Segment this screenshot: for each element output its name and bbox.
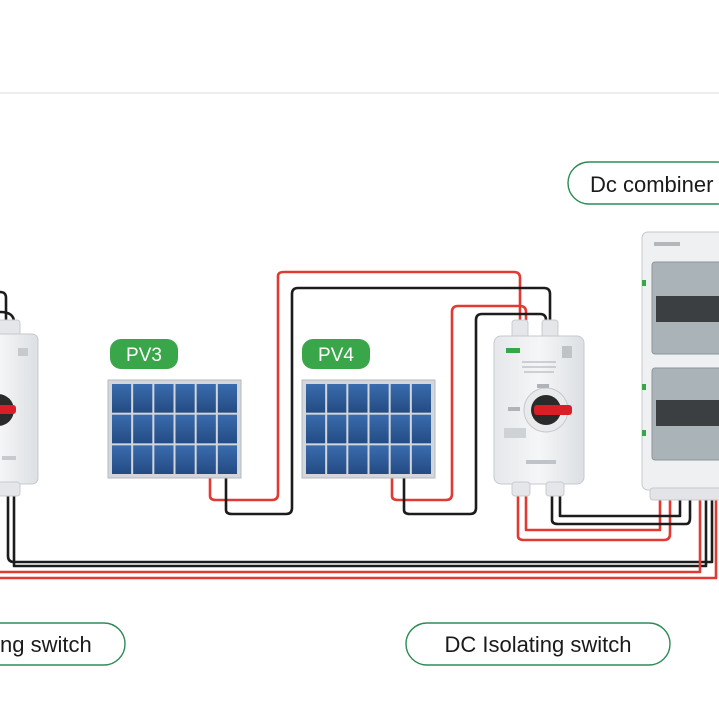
wire-black-bus-2 — [12, 494, 708, 568]
dc-isolator-switch-right — [493, 319, 585, 497]
panel-cell — [306, 445, 326, 474]
panel-cell — [390, 414, 410, 444]
wire-red-bus-1 — [0, 496, 718, 580]
panel-cell — [154, 384, 174, 413]
panel-cell — [217, 445, 237, 474]
panel-cell — [112, 445, 132, 474]
panel-cell — [306, 384, 326, 413]
pv4-group: PV4 — [301, 339, 436, 479]
label-dc-isolating-switch-left: ng switch — [0, 622, 126, 666]
panel-cell — [196, 445, 216, 474]
pv3-label: PV3 — [126, 345, 162, 366]
pv3-group: PV3 — [107, 339, 242, 479]
combiner-breaker-row-top — [656, 296, 719, 322]
isolator-rating-block — [562, 346, 572, 358]
combiner-indicator-2 — [642, 384, 646, 390]
panel-cell — [411, 445, 431, 474]
combiner-box-icon — [641, 231, 719, 501]
panel-cell — [348, 414, 368, 444]
label-pill-border — [0, 622, 126, 666]
isolator-off-mark — [508, 407, 520, 411]
panel-cell — [390, 384, 410, 413]
panel-cell — [175, 414, 195, 444]
panel-cell — [348, 384, 368, 413]
panel-cell — [217, 384, 237, 413]
solar-panel-icon — [301, 379, 436, 479]
panel-cell — [348, 445, 368, 474]
isolator-knob-handle — [0, 405, 16, 414]
wire-black-iso-comb-2 — [558, 494, 682, 518]
panel-cell — [112, 414, 132, 444]
panel-cell — [133, 414, 153, 444]
panel-cell — [133, 445, 153, 474]
label-dc-combiner-text: Dc combiner — [590, 172, 713, 197]
panel-cell — [369, 414, 389, 444]
panel-cell — [154, 414, 174, 444]
label-dc-isolating-switch-left-text: ng switch — [0, 632, 92, 657]
wire-red-pv3-out — [208, 270, 522, 502]
wire-black-left-top — [0, 290, 8, 322]
panel-cell — [327, 445, 347, 474]
panel-cell — [175, 445, 195, 474]
label-dc-isolating-switch-right: DC Isolating switch — [405, 622, 671, 666]
wire-red-iso-comb-1 — [516, 494, 672, 542]
isolator-glands-bottom — [0, 481, 21, 497]
isolator-small-label — [2, 456, 16, 460]
isolator-brand-badge — [506, 348, 520, 353]
combiner-breaker-row-bottom — [656, 400, 719, 426]
label-dc-combiner: Dc combiner — [567, 161, 719, 205]
isolator-knob-handle — [534, 405, 572, 415]
panel-cell — [112, 384, 132, 413]
wiring — [0, 270, 718, 580]
panel-cell — [154, 445, 174, 474]
panel-cell — [369, 384, 389, 413]
isolator-glands-top-2 — [541, 319, 559, 339]
panel-cell — [411, 414, 431, 444]
combiner-indicator-3 — [642, 430, 646, 436]
wire-red-bus-2 — [0, 500, 702, 574]
combiner-glands — [649, 487, 719, 501]
solar-panel-icon — [107, 379, 242, 479]
label-dc-isolating-switch-right-text: DC Isolating switch — [444, 632, 631, 657]
isolator-on-mark — [537, 384, 549, 388]
panel-cell — [369, 445, 389, 474]
wire-red-pv4-out — [390, 304, 528, 502]
pv4-label: PV4 — [318, 345, 354, 366]
panel-cell — [411, 384, 431, 413]
isolator-glands-top — [511, 319, 529, 339]
panel-cell — [327, 384, 347, 413]
panel-cell — [327, 414, 347, 444]
wire-black-bus-1 — [6, 494, 714, 564]
panel-cell — [196, 384, 216, 413]
dc-isolator-switch-icon — [0, 333, 39, 485]
pv3-badge — [110, 339, 178, 369]
isolator-glands-bottom — [511, 481, 531, 497]
wire-black-pv3-out — [224, 286, 552, 516]
isolator-badge — [18, 348, 28, 356]
isolator-model-text — [526, 460, 556, 464]
panel-cell — [196, 414, 216, 444]
wire-black-pv4-out — [402, 312, 548, 516]
isolator-warning-text — [504, 428, 526, 438]
panel-cell — [306, 414, 326, 444]
isolator-glands-bottom-2 — [545, 481, 565, 497]
panel-cell — [175, 384, 195, 413]
pv4-badge — [302, 339, 370, 369]
label-pill-border — [567, 161, 719, 205]
dc-isolator-switch-left — [0, 319, 39, 497]
wire-black-iso-comb-1 — [550, 494, 692, 526]
combiner-brand — [654, 242, 680, 246]
combiner-indicator-1 — [642, 280, 646, 286]
panel-cell — [133, 384, 153, 413]
panel-cell — [217, 414, 237, 444]
label-pill-border — [405, 622, 671, 666]
panel-cell — [390, 445, 410, 474]
